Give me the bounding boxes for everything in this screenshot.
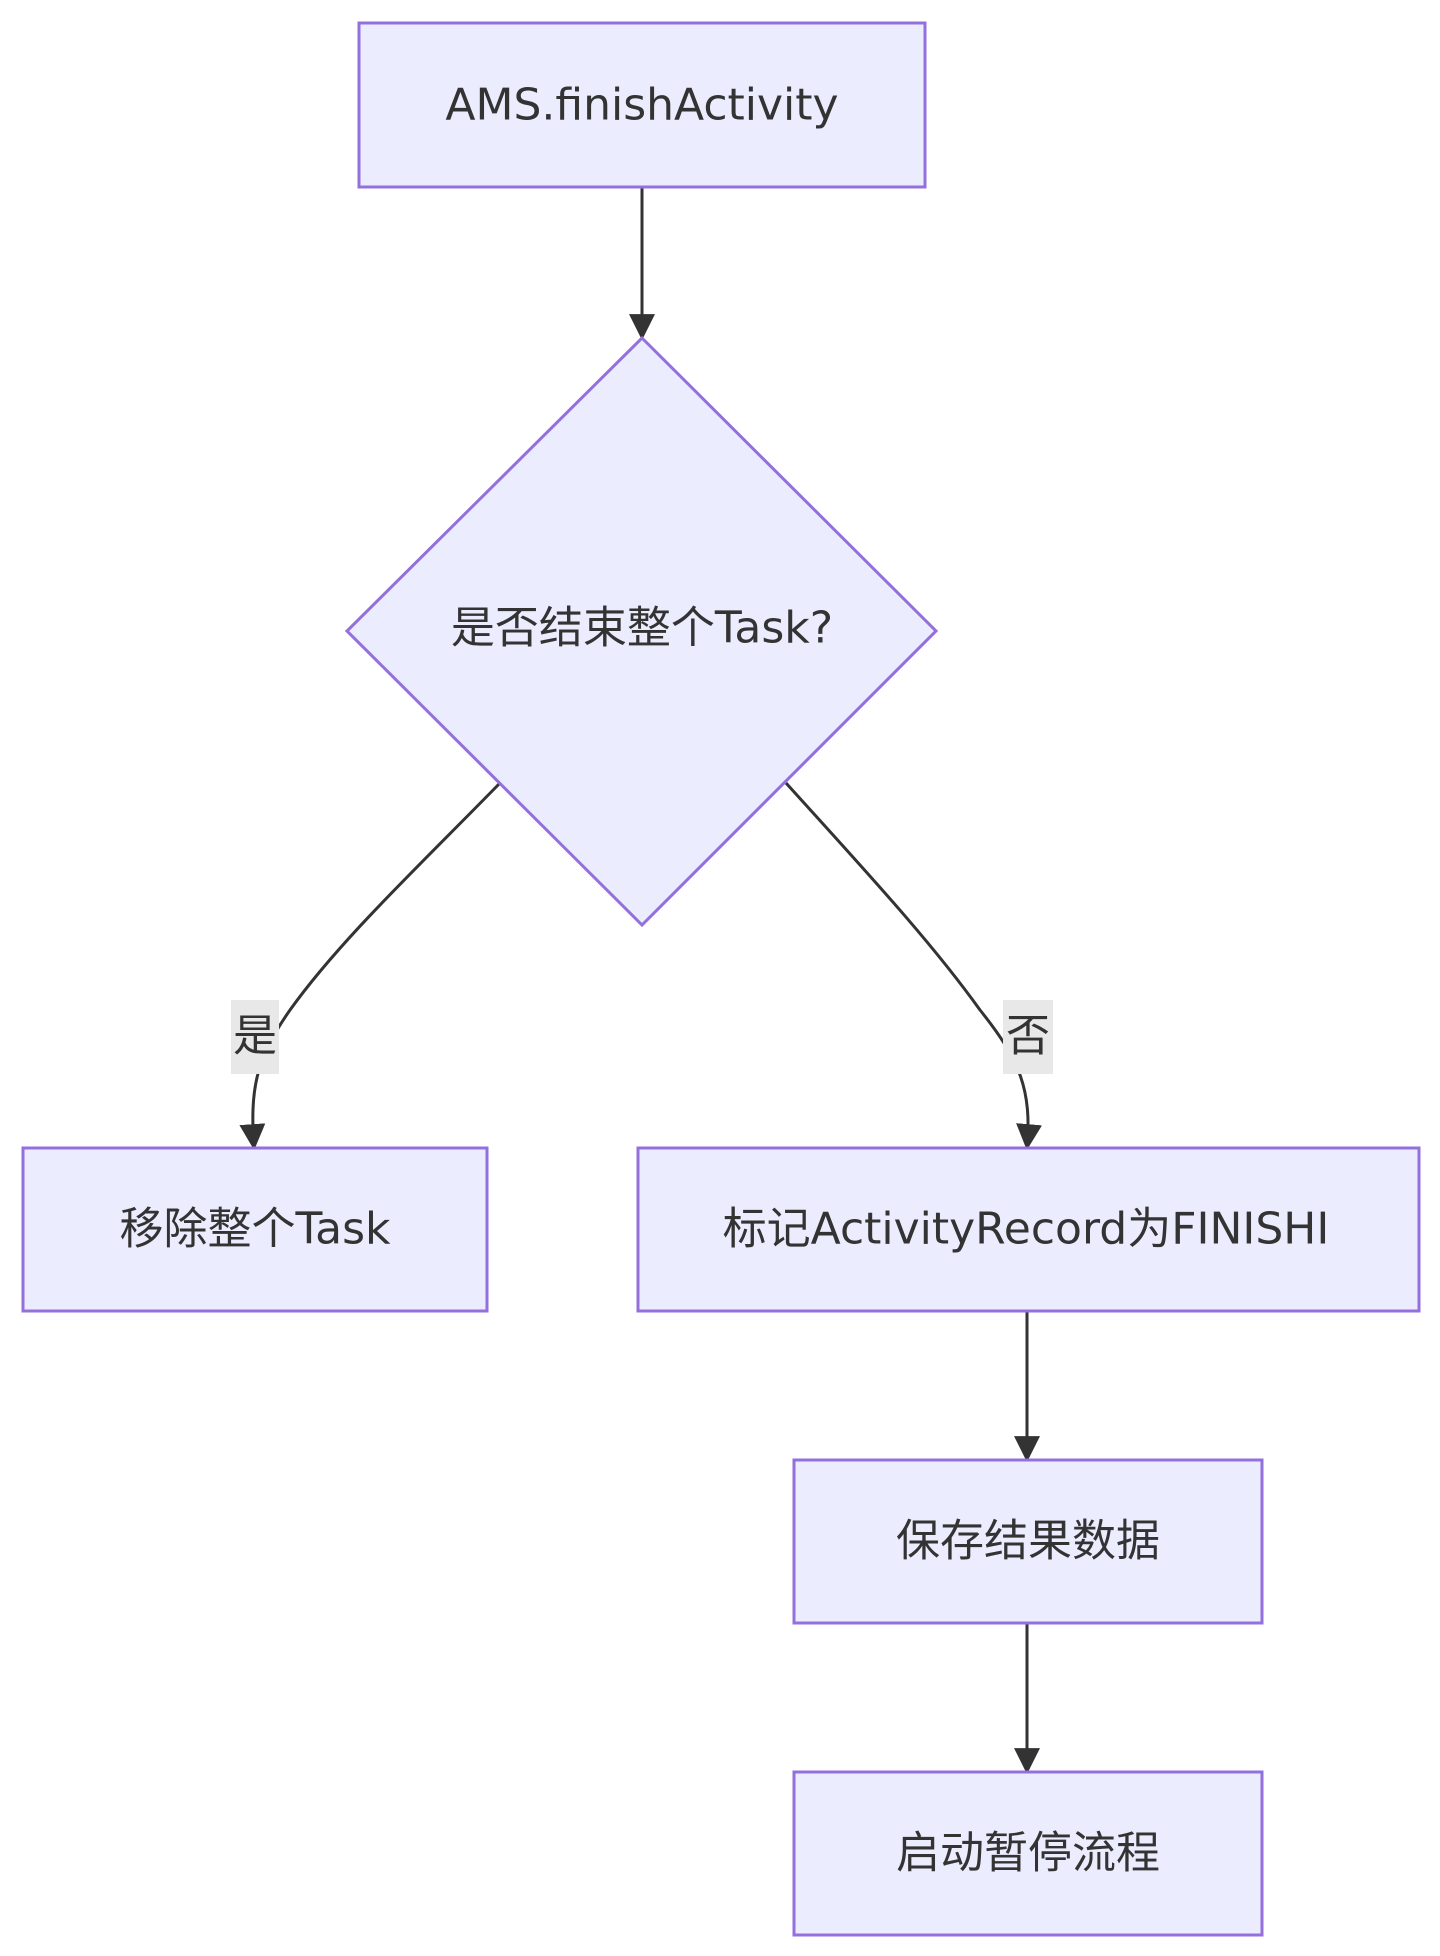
edge-label-no-background bbox=[1003, 1000, 1053, 1074]
edge-label-yes: 是 bbox=[231, 1000, 279, 1074]
node-decision: 是否结束整个Task? bbox=[344, 335, 939, 928]
edge-label-no: 否 bbox=[1003, 1000, 1053, 1074]
node-start: AMS.finishActivity bbox=[357, 21, 927, 189]
node-decision-diamond bbox=[344, 335, 939, 928]
edge-label-yes-background bbox=[231, 1000, 279, 1074]
node-start-pause-label: 启动暂停流程 bbox=[896, 1828, 1160, 1879]
node-start-pause: 启动暂停流程 bbox=[792, 1770, 1264, 1937]
node-mark-record: 标记ActivityRecord为FINISHI bbox=[636, 1146, 1421, 1313]
node-save-result-box bbox=[792, 1458, 1264, 1625]
node-start-label: AMS.finishActivity bbox=[445, 80, 838, 131]
edge-label-yes-text: 是 bbox=[233, 1011, 277, 1062]
node-remove-task-label: 移除整个Task bbox=[120, 1204, 391, 1255]
node-start-pause-box bbox=[792, 1770, 1264, 1937]
node-save-result: 保存结果数据 bbox=[792, 1458, 1264, 1625]
edge-decision-to-remove-task bbox=[239, 781, 502, 1151]
node-remove-task-box bbox=[21, 1146, 489, 1313]
node-remove-task: 移除整个Task bbox=[21, 1146, 489, 1313]
node-save-result-label: 保存结果数据 bbox=[896, 1516, 1160, 1567]
node-mark-record-label: 标记ActivityRecord为FINISHI bbox=[723, 1204, 1330, 1255]
node-mark-record-box bbox=[636, 1146, 1421, 1313]
edge-label-no-text: 否 bbox=[1006, 1011, 1050, 1062]
edge-decision-to-mark-record bbox=[784, 781, 1042, 1151]
node-start-box bbox=[357, 21, 927, 189]
node-decision-label: 是否结束整个Task? bbox=[451, 603, 833, 654]
